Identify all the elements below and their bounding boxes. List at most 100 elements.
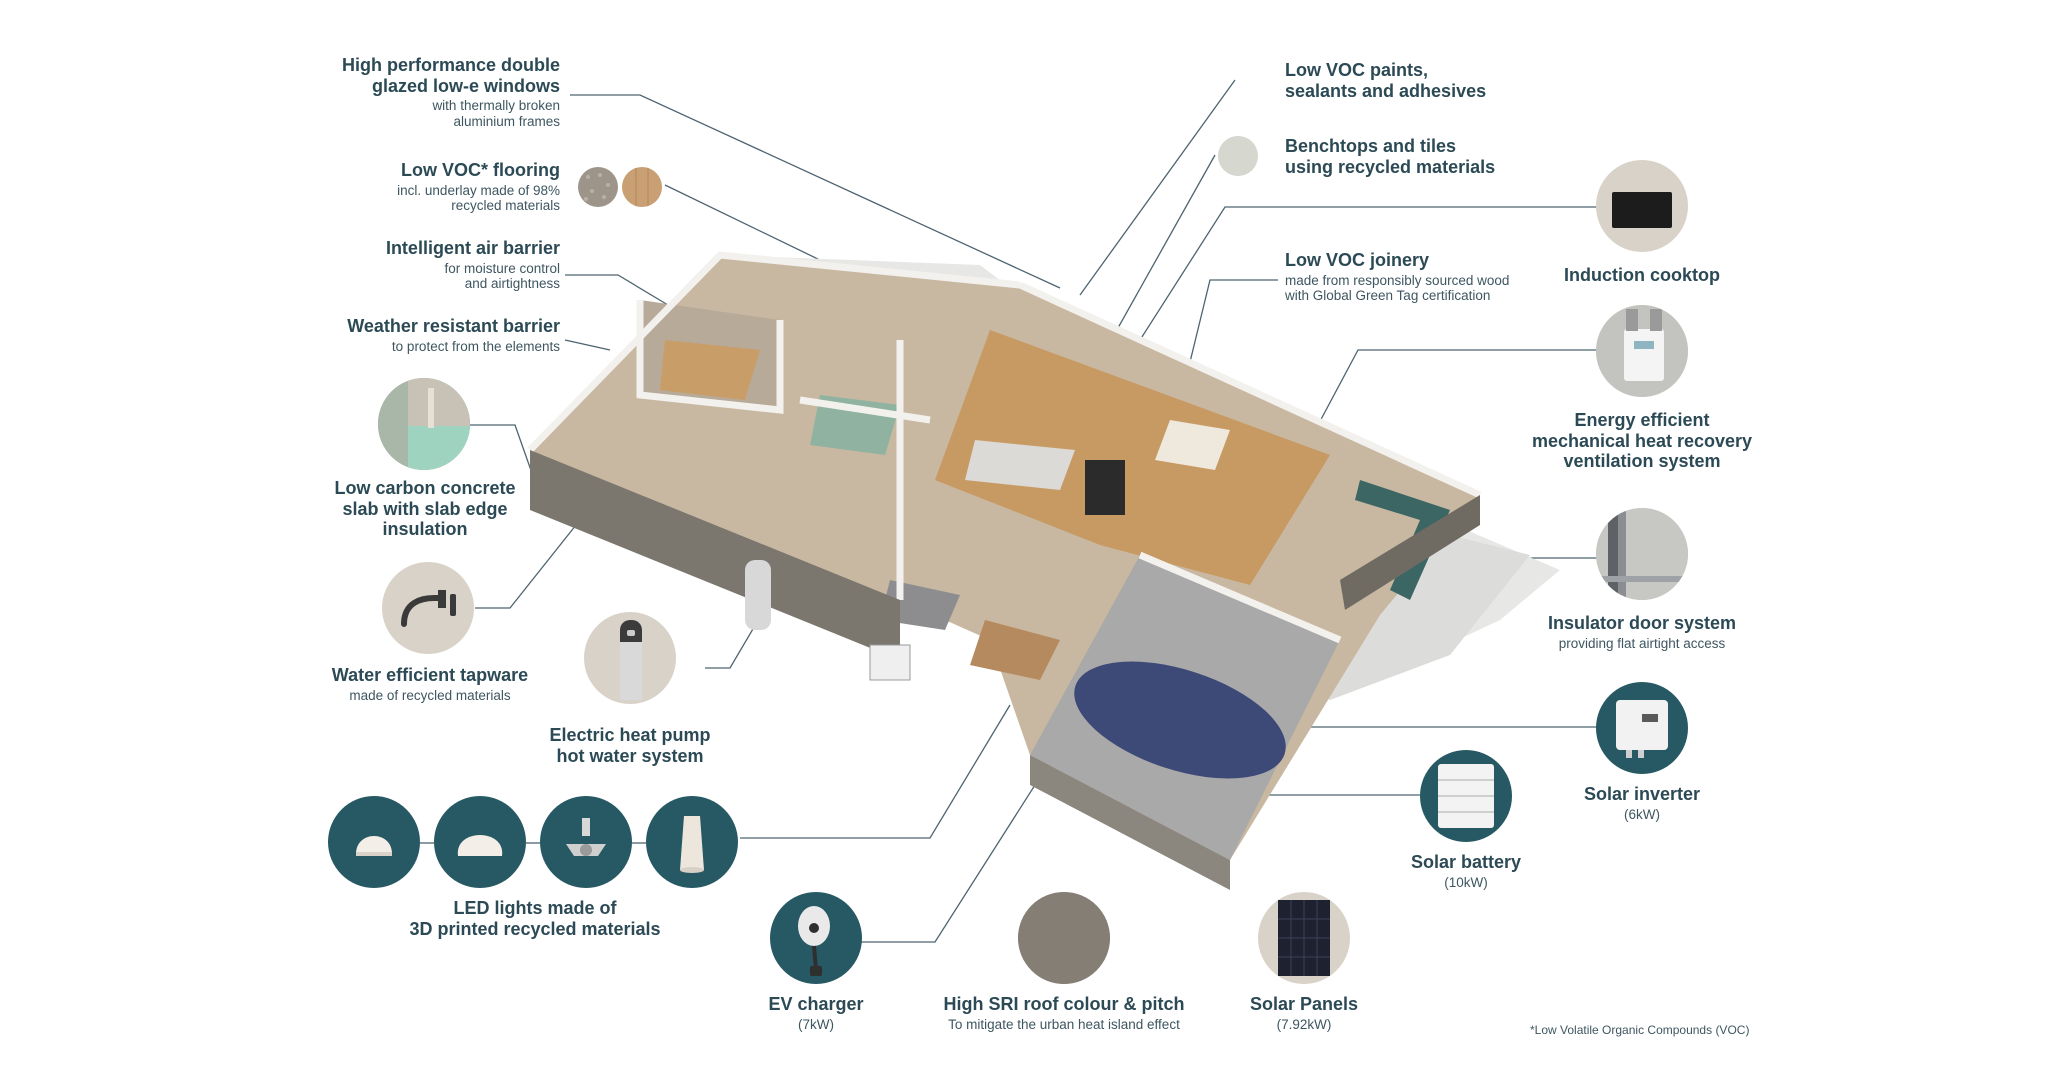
sofa [1355, 480, 1450, 600]
roof-colour-circle [1018, 892, 1110, 984]
concrete-circle [378, 378, 470, 470]
label-windows: High performance double glazed low-e win… [260, 55, 560, 129]
label-ev-charger: EV charger (7kW) [716, 994, 916, 1032]
battery-stack-icon [1438, 764, 1494, 828]
led-light-2-circle [434, 796, 526, 888]
flooring-timber-swatch [622, 167, 662, 207]
cylinder-light-icon [680, 816, 704, 873]
air-barrier-sub-1: for moisture control [444, 260, 560, 276]
bed [660, 340, 760, 400]
timber-texture-icon [635, 167, 649, 207]
garage-cladding [1030, 755, 1230, 890]
heat-pump-title-2: hot water system [556, 745, 704, 766]
label-solar-inverter: Solar inverter (6kW) [1542, 784, 1742, 822]
ventilation-circle [1596, 305, 1688, 397]
roof-swatch-icon [1018, 892, 1110, 984]
weather-barrier-sub-1: to protect from the elements [391, 338, 560, 354]
concrete-icon [378, 378, 470, 470]
carpet-texture-icon [584, 173, 610, 201]
paints-title-1: Low VOC paints, [1285, 60, 1429, 80]
benchtops-title-2: using recycled materials [1285, 156, 1496, 177]
water-heater-icon [620, 620, 642, 700]
heat-pump-title-1: Electric heat pump [549, 725, 711, 745]
solar-battery-title: Solar battery [1410, 852, 1522, 872]
spot-light-icon [566, 818, 606, 856]
solar-inverter-circle [1596, 682, 1688, 774]
tapware-circle [382, 562, 474, 654]
ev-charger-icon [798, 906, 830, 976]
pendant-light-icon [356, 836, 392, 856]
ev-charger-sub-1: (7kW) [798, 1016, 834, 1032]
concrete-title-2: slab with slab edge [342, 498, 508, 519]
label-ventilation: Energy efficient mechanical heat recover… [1502, 410, 1782, 472]
heat-pump-unit [869, 644, 911, 681]
front-cladding [530, 450, 900, 660]
joinery-sub-1: made from responsibly sourced wood [1285, 272, 1510, 288]
tapware-title: Water efficient tapware [331, 665, 529, 685]
label-solar-panels: Solar Panels (7.92kW) [1204, 994, 1404, 1032]
solar-inverter-title: Solar inverter [1583, 784, 1701, 804]
joinery-title: Low VOC joinery [1285, 250, 1430, 270]
led-title-2: 3D printed recycled materials [409, 918, 661, 939]
label-air-barrier: Intelligent air barrier for moisture con… [260, 238, 560, 292]
label-insulator-door: Insulator door system providing flat air… [1502, 613, 1782, 651]
hot-water-tank [745, 560, 771, 630]
label-joinery: Low VOC joinery made from responsibly so… [1285, 250, 1585, 304]
heat-pump-circle [584, 612, 676, 704]
label-heat-pump: Electric heat pump hot water system [520, 725, 740, 766]
benchtops-swatch [1218, 136, 1258, 176]
solar-battery-sub-1: (10kW) [1444, 874, 1488, 890]
flooring-carpet-swatch [578, 167, 618, 207]
concrete-title-3: insulation [382, 519, 468, 540]
label-tapware: Water efficient tapware made of recycled… [300, 665, 560, 703]
dining-table [1155, 420, 1230, 470]
concrete-title-1: Low carbon concrete [334, 478, 516, 498]
living-floor [935, 330, 1330, 585]
flooring-title: Low VOC* flooring [401, 160, 560, 180]
walls [527, 251, 1482, 644]
weather-barrier-title: Weather resistant barrier [347, 316, 560, 336]
kitchen-island [965, 440, 1075, 490]
solar-panel-icon [1278, 900, 1330, 976]
insulator-door-sub-1: providing flat airtight access [1558, 635, 1726, 651]
label-roof: High SRI roof colour & pitch To mitigate… [904, 994, 1224, 1032]
insulator-door-title: Insulator door system [1547, 613, 1737, 633]
cooktop-title: Induction cooktop [1564, 265, 1720, 285]
solar-battery-circle [1420, 750, 1512, 842]
windows-sub-1: with thermally broken [432, 98, 560, 114]
ventilation-title-1: Energy efficient [1574, 410, 1710, 430]
led-connector-lines [420, 842, 646, 844]
door-frame-icon [1596, 508, 1688, 600]
ev-charger-title: EV charger [768, 994, 864, 1014]
ventilation-title-3: ventilation system [1563, 451, 1721, 472]
car [1074, 661, 1286, 779]
label-led: LED lights made of 3D printed recycled m… [380, 898, 690, 939]
windows-title-1: High performance double [341, 55, 560, 75]
air-barrier-title: Intelligent air barrier [385, 238, 560, 258]
paints-title-2: sealants and adhesives [1285, 80, 1487, 101]
label-flooring: Low VOC* flooring incl. underlay made of… [260, 160, 560, 214]
ev-charger-circle [770, 892, 862, 984]
label-benchtops: Benchtops and tiles using recycled mater… [1285, 136, 1585, 177]
label-concrete: Low carbon concrete slab with slab edge … [305, 478, 545, 540]
stone-swatch-icon [1218, 136, 1258, 176]
ventilation-unit-icon [1596, 305, 1688, 397]
inverter-icon [1616, 700, 1668, 758]
led-light-4-circle [646, 796, 738, 888]
windows-title-2: glazed low-e windows [371, 75, 560, 96]
bed-wood [970, 620, 1060, 680]
insulator-door-circle [1596, 508, 1688, 600]
flooring-sub-2: recycled materials [451, 198, 560, 214]
solar-panels-circle [1258, 892, 1350, 984]
lamp-shade-icon [457, 835, 503, 856]
tapware-sub-1: made of recycled materials [349, 687, 511, 703]
led-light-3-circle [540, 796, 632, 888]
joinery-sub-2: with Global Green Tag certification [1285, 288, 1491, 304]
solar-inverter-sub-1: (6kW) [1624, 806, 1660, 822]
ventilation-title-2: mechanical heat recovery [1531, 430, 1753, 451]
solar-panels-title: Solar Panels [1249, 994, 1359, 1014]
air-barrier-sub-2: and airtightness [464, 276, 560, 292]
windows-sub-2: aluminium frames [453, 113, 560, 129]
